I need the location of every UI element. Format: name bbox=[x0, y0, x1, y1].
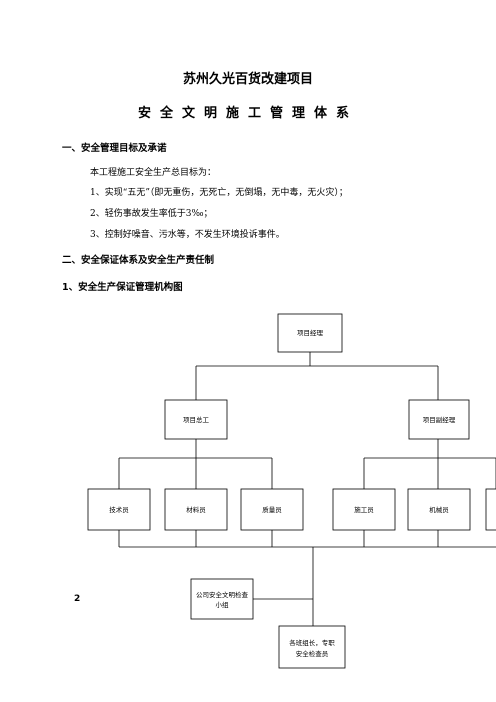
org-node-company-inspection-line-2: 小组 bbox=[216, 600, 230, 609]
org-node-root: 项目经理 bbox=[277, 313, 343, 353]
org-node-quality-label: 质量员 bbox=[262, 505, 282, 514]
org-node-company-inspection: 公司安全文明检查 小组 bbox=[190, 578, 254, 620]
body-line-2: 1、实现“五无”（即无重伤，无死亡，无倒塌，无中毒，无火灾）； bbox=[90, 188, 348, 198]
org-node-quality: 质量员 bbox=[240, 488, 304, 531]
org-node-deputy-manager-label: 项目副经理 bbox=[423, 415, 456, 424]
org-node-chief-engineer: 项目总工 bbox=[164, 399, 228, 440]
org-node-chief-engineer-label: 项目总工 bbox=[183, 415, 210, 424]
section-heading-1: 一、安全管理目标及承诺 bbox=[62, 143, 167, 154]
org-node-team-leaders-line-1: 各班组长，专职 bbox=[289, 638, 335, 647]
section-heading-2-1: 1、安全生产保证管理机构图 bbox=[62, 282, 183, 293]
org-chart-connectors bbox=[118, 352, 496, 626]
org-node-machinery: 机械员 bbox=[407, 488, 471, 531]
document-title: 苏州久光百货改建项目 bbox=[182, 72, 313, 87]
org-node-construction: 施工员 bbox=[332, 488, 396, 531]
org-node-materials-label: 材料员 bbox=[186, 505, 206, 514]
org-node-cut-off bbox=[485, 488, 496, 531]
document-subtitle: 安全文明施工管理体系 bbox=[137, 106, 358, 121]
page-number: 2 bbox=[74, 594, 81, 604]
org-node-team-leaders: 各班组长，专职 安全检查员 bbox=[278, 625, 346, 669]
body-line-1: 本工程施工安全生产总目标为： bbox=[90, 168, 217, 178]
org-node-deputy-manager: 项目副经理 bbox=[408, 399, 470, 440]
org-node-root-label: 项目经理 bbox=[297, 328, 324, 337]
org-node-technician-label: 技术员 bbox=[109, 505, 129, 514]
org-node-machinery-label: 机械员 bbox=[429, 505, 449, 514]
body-line-3: 2、轻伤事故发生率低于3‰； bbox=[90, 209, 213, 219]
body-line-4: 3、控制好噪音、污水等，不发生环境投诉事件。 bbox=[90, 230, 285, 240]
org-node-company-inspection-line-1: 公司安全文明检查 bbox=[196, 590, 249, 599]
org-node-construction-label: 施工员 bbox=[354, 505, 374, 514]
org-node-team-leaders-line-2: 安全检查员 bbox=[296, 649, 329, 658]
org-node-materials: 材料员 bbox=[164, 488, 228, 531]
section-heading-2: 二、安全保证体系及安全生产责任制 bbox=[62, 255, 215, 266]
org-node-technician: 技术员 bbox=[87, 488, 151, 531]
